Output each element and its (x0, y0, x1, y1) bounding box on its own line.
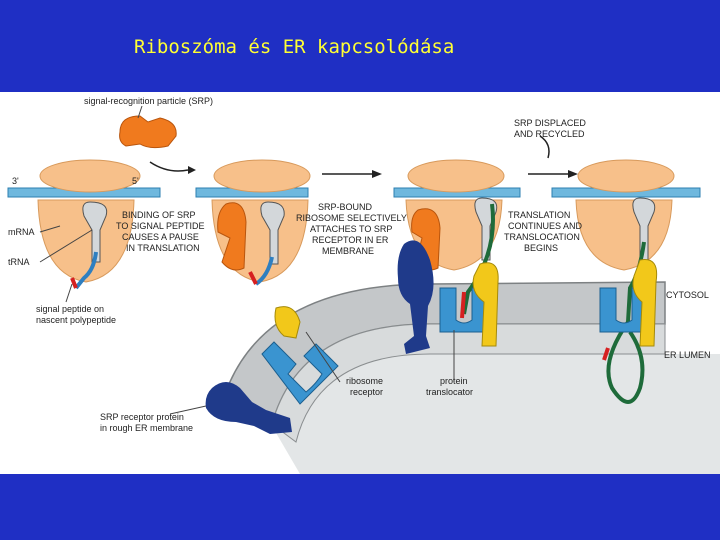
pointer-ribo-receptor (305, 331, 341, 383)
pointer-mrna (39, 225, 61, 233)
label-ribosome-receptor: ribosome receptor (346, 376, 386, 397)
ribosome-3 (405, 159, 505, 319)
label-signal-peptide: signal peptide on nascent polypeptide (36, 304, 116, 325)
pointer-signal (65, 283, 73, 303)
ribosome-2 (211, 159, 311, 286)
label-binding: BINDING OF SRP TO SIGNAL PEPTIDE CAUSES … (116, 210, 207, 253)
pointer-srp-receptor (169, 405, 207, 415)
label-translation: TRANSLATION CONTINUES AND TRANSLOCATION … (504, 210, 585, 253)
label-3prime: 3' (12, 176, 19, 186)
srp-bound-1 (217, 202, 247, 271)
srp-particle (119, 115, 177, 149)
translocator-lower (261, 341, 339, 405)
arrow-1-head (188, 166, 196, 174)
label-protein-translocator: protein translocator (426, 376, 473, 397)
srp-receptor-lower (205, 382, 292, 434)
label-5prime: 5' (132, 176, 139, 186)
label-srp: signal-recognition particle (SRP) (84, 96, 213, 106)
ribosome-1 (37, 159, 141, 290)
label-mrna: mRNA (8, 227, 35, 237)
label-er-lumen: ER LUMEN (664, 350, 711, 360)
label-cytosol: CYTOSOL (666, 290, 709, 300)
arrow-3-head (568, 170, 578, 178)
diagram-panel: signal-recognition particle (SRP) SRP DI… (0, 92, 720, 474)
ribosome-receptor-3 (472, 262, 499, 347)
label-srp-receptor: SRP receptor protein in rough ER membran… (100, 412, 193, 433)
label-trna: tRNA (8, 257, 30, 267)
slide-title: Riboszóma és ER kapcsolódása (134, 36, 455, 58)
pointer-trna (39, 229, 93, 263)
arrow-2-head (372, 170, 382, 178)
srp-pointer (137, 105, 143, 119)
ribosome-receptor-lower (274, 306, 301, 339)
label-srp-displaced: SRP DISPLACED AND RECYCLED (514, 118, 588, 139)
er-lumen-region (265, 354, 720, 474)
ribosome-4 (575, 159, 675, 404)
er-membrane-lower (271, 323, 666, 443)
label-srp-bound: SRP-BOUND RIBOSOME SELECTIVELY ATTACHES … (296, 202, 409, 256)
ribosome-receptor-4 (632, 258, 658, 347)
srp-er-diagram: signal-recognition particle (SRP) SRP DI… (7, 96, 720, 474)
arrow-1 (149, 161, 189, 172)
arrow-recycle (539, 135, 550, 159)
srp-receptor-docked (397, 240, 434, 354)
